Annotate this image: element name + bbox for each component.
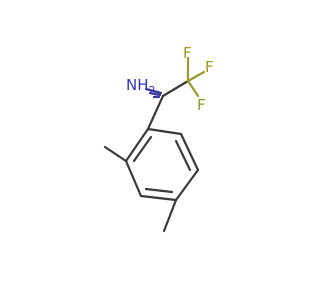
ring-double-bond: [174, 139, 192, 172]
atom-n-hcount-h: H: [137, 76, 148, 94]
atom-labels: NH2 F F F: [126, 44, 214, 114]
atom-n-hcount: 2: [149, 84, 156, 97]
ring-double-bond: [144, 187, 174, 194]
bond-c-f-bottom: [186, 79, 200, 98]
atom-label-f-bottom: F: [197, 96, 206, 114]
ring-bond: [179, 132, 200, 172]
atom-n-symbol: N: [126, 76, 137, 94]
ring-bond: [146, 127, 183, 136]
atom-label-f-right: F: [205, 58, 214, 76]
ring-bond: [124, 159, 143, 198]
bond-c-f-right: [186, 70, 206, 83]
ring-bond: [174, 168, 200, 202]
ring-double-bond: [132, 135, 153, 163]
ring-bond: [124, 127, 150, 163]
atom-label-f-top: F: [183, 44, 192, 62]
bond-c-ring: [146, 94, 165, 131]
bond-methyl-2: [103, 145, 128, 163]
bond-methyl-4: [162, 198, 178, 233]
hashed-wedge-bond: [144, 87, 163, 99]
ring-bond: [139, 194, 178, 202]
bond-c-cf3: [161, 79, 190, 98]
atom-label-n: NH2: [126, 76, 156, 97]
bonds: [103, 56, 206, 233]
structure-canvas: NH2 F F F: [103, 44, 214, 233]
